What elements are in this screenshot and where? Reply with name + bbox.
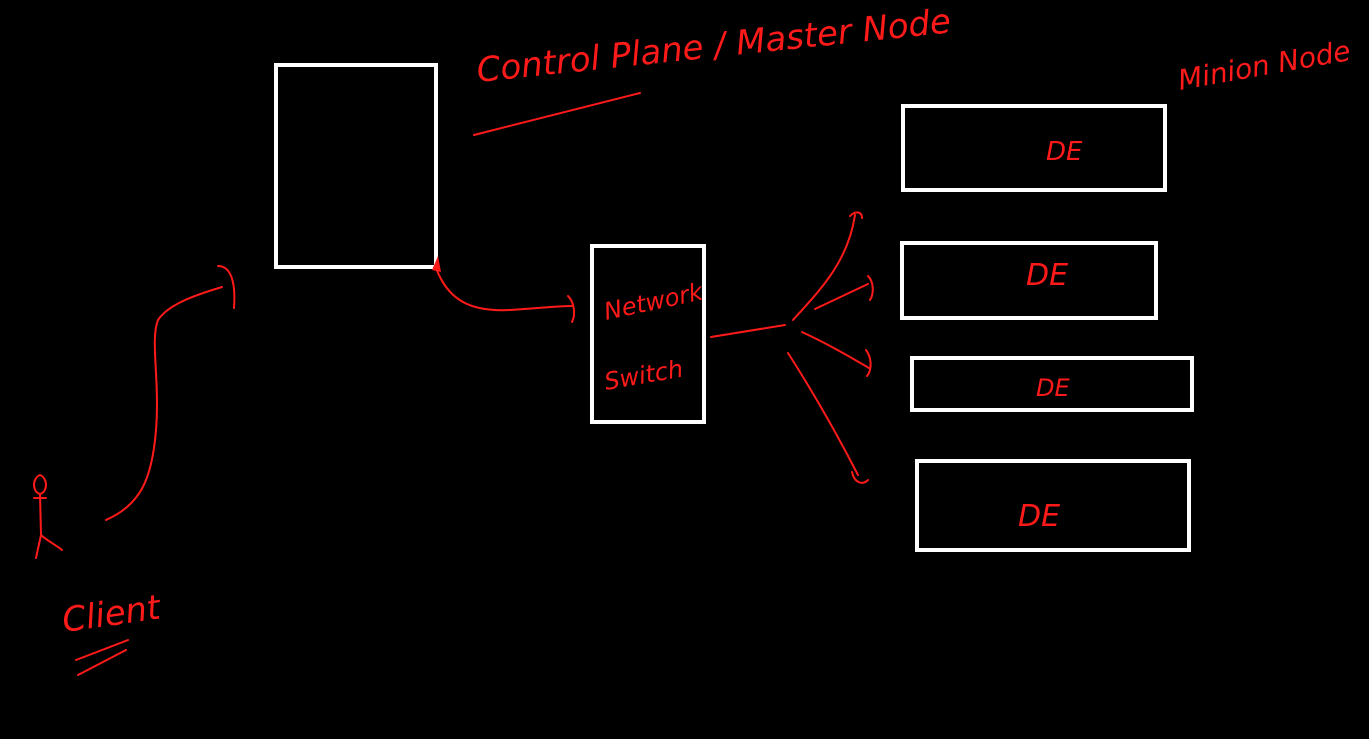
client-underline — [75, 639, 129, 676]
minion-box-3-label: DE — [1036, 374, 1070, 402]
control-arrowhead — [217, 265, 236, 309]
network-switch-label-line1: Network — [601, 277, 706, 325]
network-switch-label-line2: Switch — [602, 355, 685, 396]
minion-box-4-label: DE — [1018, 499, 1060, 534]
client-figure — [33, 474, 63, 559]
control-to-switch-connector — [435, 267, 573, 312]
minion-node-label: Minion Node — [1175, 34, 1352, 97]
switch-arrowhead — [567, 295, 576, 323]
control-plane-label: Control Plane / Master Node — [475, 1, 953, 91]
control-plane-underline — [473, 92, 641, 136]
branch-4-arrowhead — [851, 471, 869, 484]
branch-to-node-1 — [792, 214, 856, 321]
branch-1-arrowhead — [849, 211, 863, 219]
control-plane-box — [274, 63, 438, 269]
minion-box-1-label: DE — [1046, 137, 1083, 167]
minion-box-2 — [900, 241, 1158, 320]
minion-box-3 — [910, 356, 1194, 412]
switch-to-hub-connector — [710, 324, 786, 338]
branch-to-node-2 — [814, 283, 869, 310]
client-to-control-connector — [105, 286, 223, 521]
minion-box-1 — [901, 104, 1167, 192]
branch-to-node-3 — [801, 331, 870, 369]
control-corner-marker — [432, 256, 441, 272]
minion-box-2-label: DE — [1026, 258, 1068, 293]
branch-to-node-4 — [787, 352, 859, 476]
branch-2-arrowhead — [867, 275, 874, 301]
minion-box-4 — [915, 459, 1191, 552]
network-switch-box — [590, 244, 706, 424]
branch-3-arrowhead — [865, 349, 872, 377]
client-label: Client — [60, 587, 165, 641]
